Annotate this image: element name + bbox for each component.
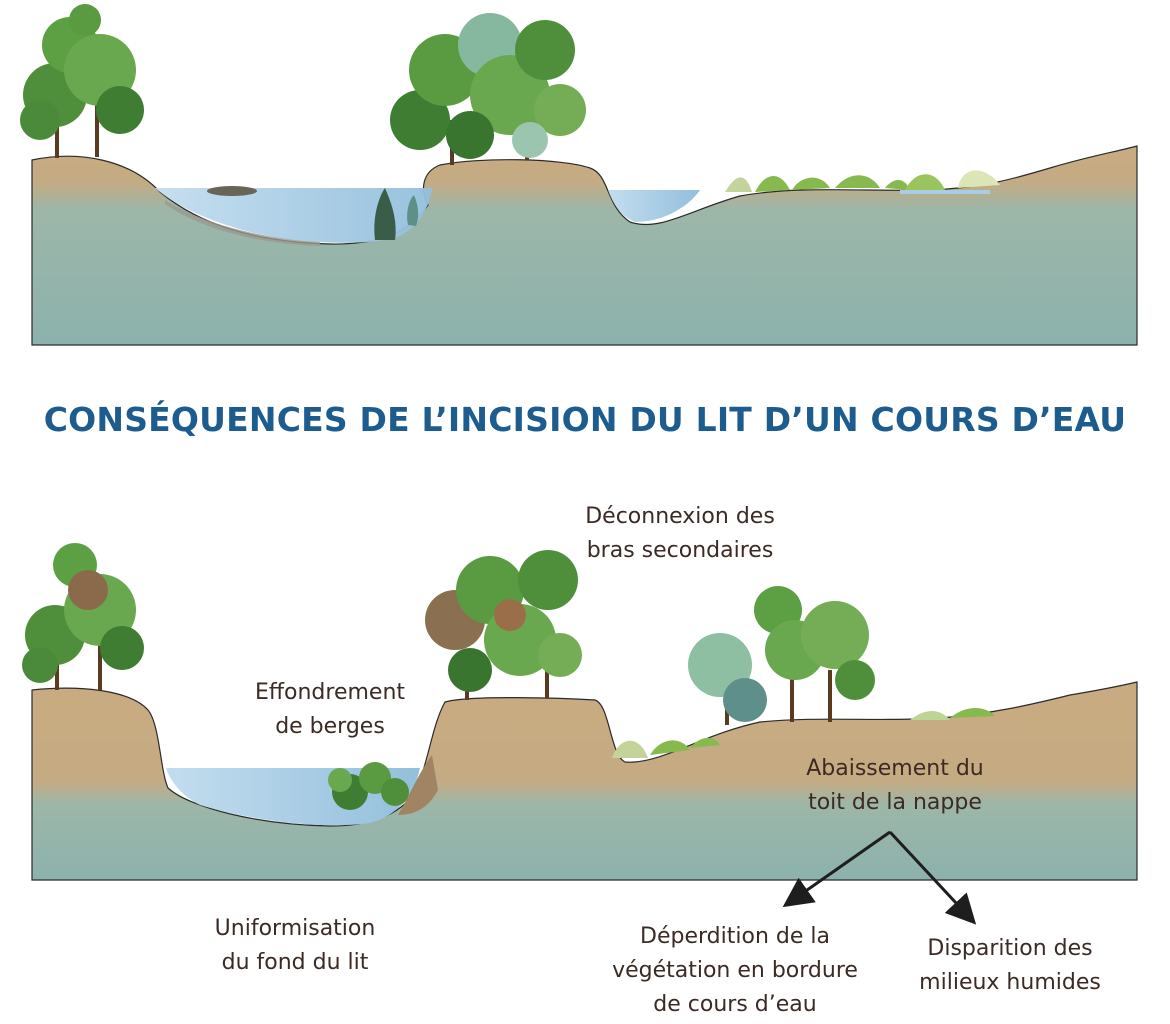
collapsed-bank <box>328 755 438 815</box>
natural-river-cross-section <box>20 4 1138 346</box>
trees-left <box>20 4 144 158</box>
log <box>207 186 257 196</box>
wetland-water-film <box>900 190 990 194</box>
gravel-bed <box>165 200 320 246</box>
main-channel-water <box>155 188 432 243</box>
aquatic-plant <box>374 188 419 240</box>
meadow-grass <box>612 707 995 758</box>
trees-floodplain <box>688 586 875 725</box>
arrow-to-disparition <box>888 830 977 925</box>
secondary-channel-water <box>608 190 700 222</box>
diagram-title: CONSÉQUENCES DE L’INCISION DU LIT D’UN C… <box>43 400 1127 439</box>
trees-island <box>390 13 586 165</box>
meadow-grass <box>725 170 1000 192</box>
arrow-to-deperdition <box>782 830 891 908</box>
incised-river-cross-section <box>22 543 1138 881</box>
trees-left <box>22 543 144 690</box>
trees-island <box>425 550 582 700</box>
